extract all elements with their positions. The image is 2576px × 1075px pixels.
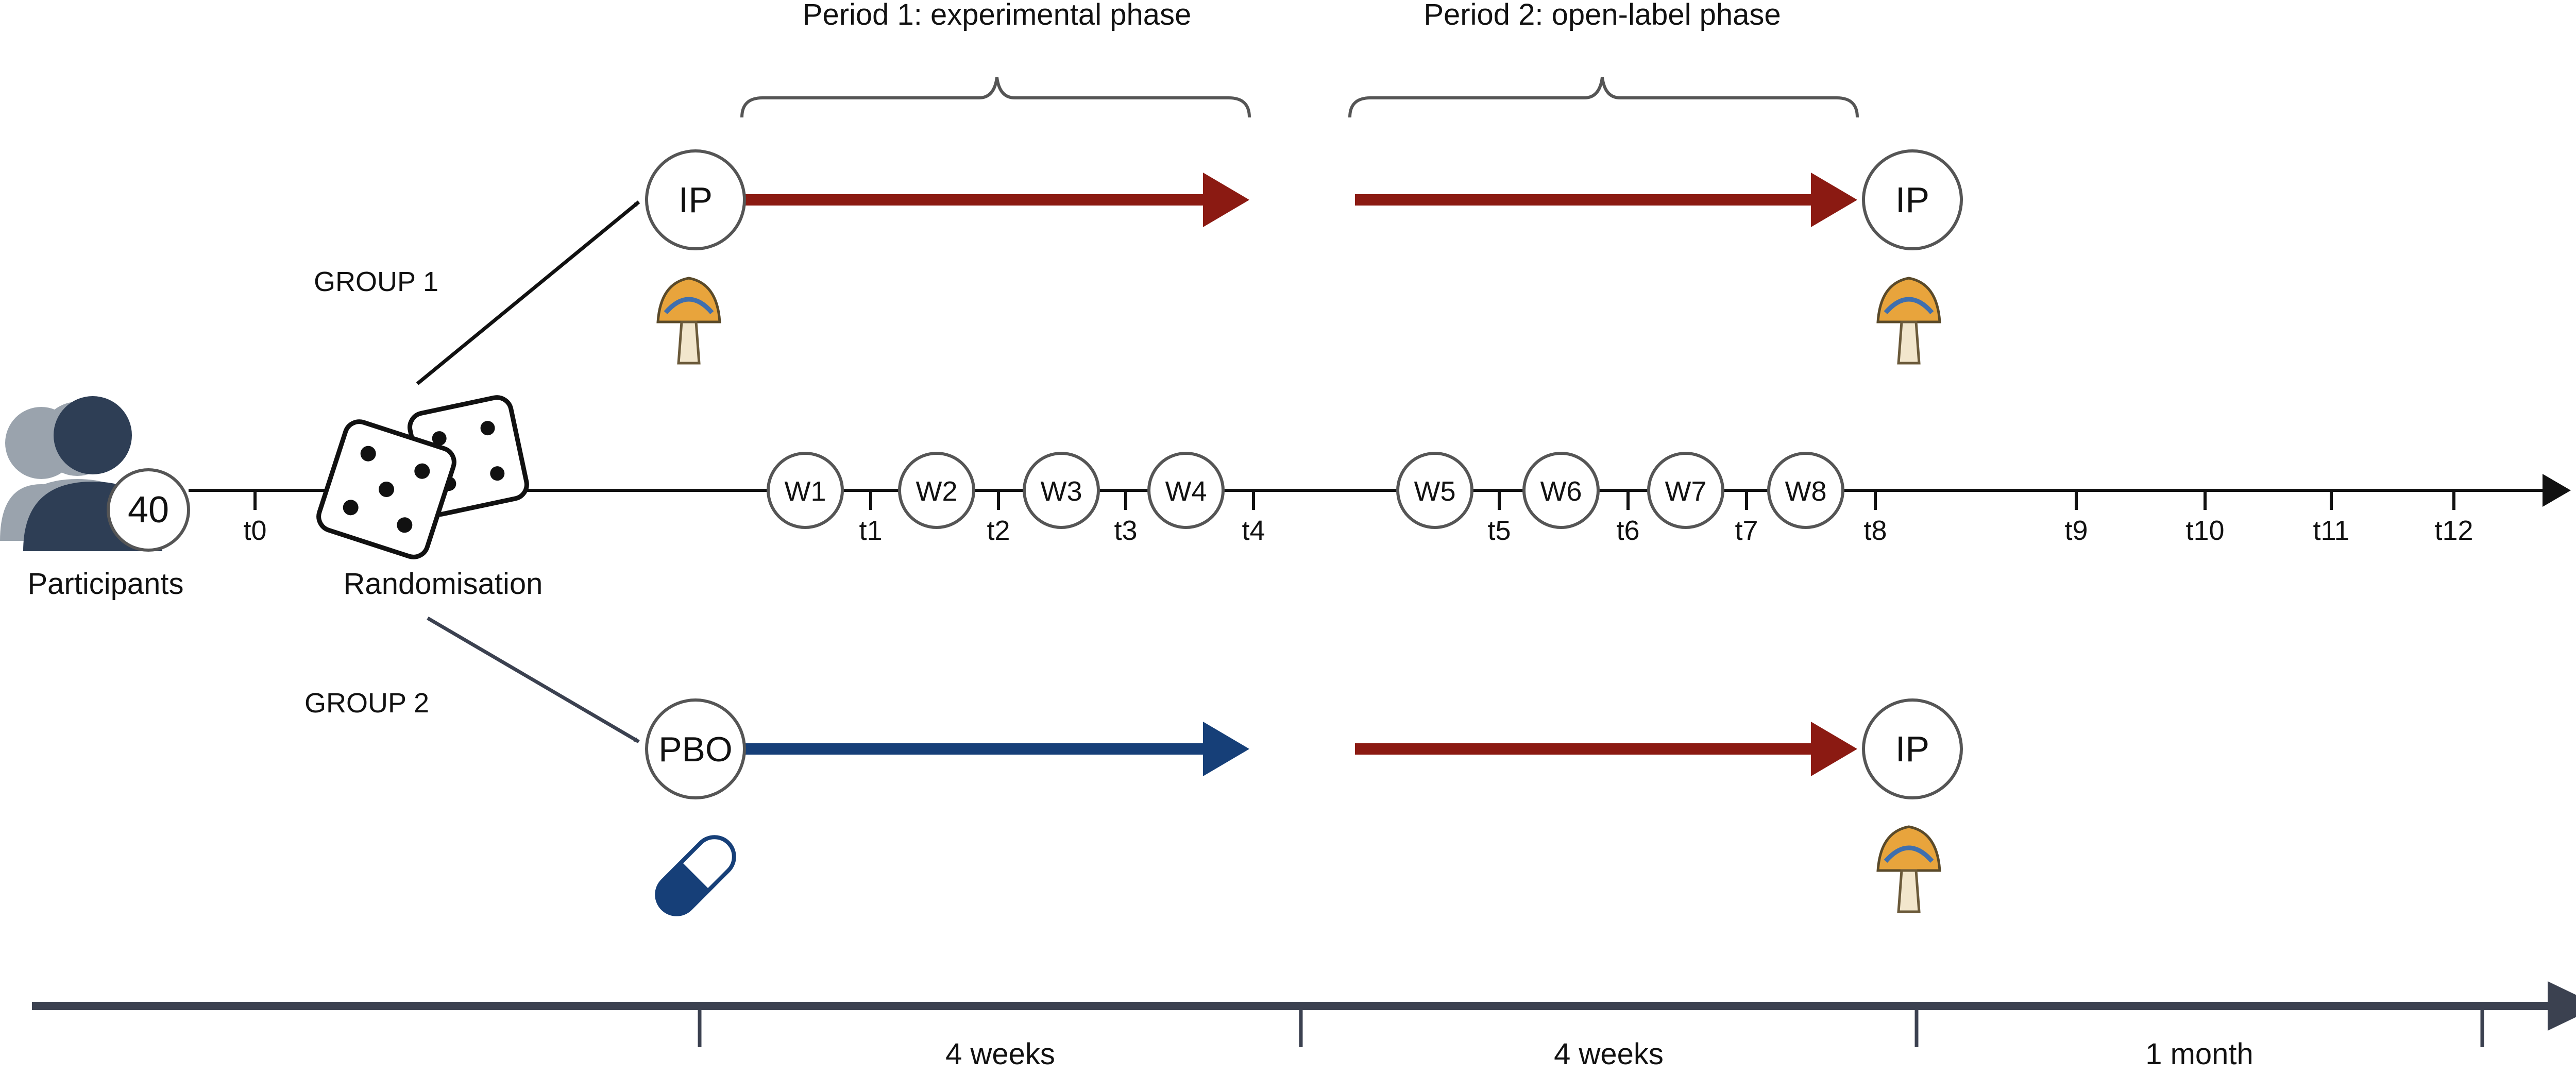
- g2-period1-arrowhead: [1203, 722, 1249, 776]
- g1-period1-arrow-shaft: [744, 194, 1208, 206]
- week-bubble: [1767, 452, 1844, 529]
- timepoint-label: t6: [1616, 515, 1639, 546]
- duration-axis-arrowhead: [2548, 981, 2576, 1031]
- timepoint-label: t0: [243, 515, 266, 546]
- timepoint-label: t5: [1487, 515, 1511, 546]
- participants-count-bubble: [107, 468, 190, 552]
- g1-start-label: IP: [679, 180, 713, 220]
- g2-end-label: IP: [1895, 729, 1929, 769]
- g2-end-node: [1862, 698, 1963, 799]
- week-bubble: [1023, 452, 1100, 529]
- group1-branch-arrow: [416, 200, 640, 385]
- participants-count: 40: [128, 489, 169, 531]
- g2-period2-arrowhead: [1811, 722, 1857, 776]
- timepoint-label: t9: [2064, 515, 2088, 546]
- mushroom-icon: [656, 277, 721, 365]
- period1-brace: [740, 77, 1251, 118]
- timepoint-label: t10: [2185, 515, 2224, 546]
- timepoints: t0 t1 t2 t3 t4 t5 t6 t7 t8 t9 t10 t11 t12: [243, 490, 2473, 546]
- mushroom-icon: [1876, 825, 1941, 913]
- randomisation-label: Randomisation: [344, 567, 543, 601]
- group2-branch-arrow: [427, 616, 640, 744]
- week-label: W3: [1041, 476, 1082, 507]
- week-label: W6: [1540, 476, 1582, 507]
- duration-label: 4 weeks: [1554, 1037, 1664, 1071]
- g2-start-label: PBO: [658, 730, 733, 769]
- week-label: W8: [1785, 476, 1827, 507]
- timepoint-label: t11: [2313, 515, 2349, 546]
- g2-period2-arrow-shaft: [1355, 743, 1816, 755]
- week-label: W7: [1665, 476, 1707, 507]
- g1-period1-arrowhead: [1203, 173, 1249, 227]
- period2-label: Period 2: open-label phase: [1423, 0, 1781, 31]
- timepoint-label: t1: [859, 515, 882, 546]
- week-bubble: [1396, 452, 1473, 529]
- timepoint-label: t2: [987, 515, 1010, 546]
- week-bubble: [1147, 452, 1225, 529]
- period1-label: Period 1: experimental phase: [803, 0, 1191, 31]
- week-label: W1: [785, 476, 826, 507]
- group2-label: GROUP 2: [304, 688, 429, 719]
- g1-period2-arrow-shaft: [1355, 194, 1816, 206]
- period2-brace: [1348, 77, 1859, 118]
- timepoint-label: t3: [1114, 515, 1137, 546]
- g1-end-node: [1862, 149, 1963, 250]
- timepoint-label: t12: [2434, 515, 2473, 546]
- week-label: W5: [1414, 476, 1456, 507]
- timepoint-label: t7: [1735, 515, 1758, 546]
- group1-label: GROUP 1: [314, 266, 438, 297]
- capsule-icon: [655, 835, 736, 916]
- main-timeline-arrowhead: [2543, 474, 2571, 507]
- week-bubble: [1647, 452, 1724, 529]
- week-label: W4: [1165, 476, 1207, 507]
- durations: 4 weeks 4 weeks 1 month: [698, 1006, 2484, 1071]
- week-bubble: [1522, 452, 1600, 529]
- duration-label: 4 weeks: [945, 1037, 1055, 1071]
- mushroom-icon: [1876, 277, 1941, 365]
- week-label: W2: [916, 476, 958, 507]
- week-bubble: [898, 452, 975, 529]
- participants-label: Participants: [27, 567, 183, 601]
- g1-period2-arrowhead: [1811, 173, 1857, 227]
- timepoint-label: t4: [1242, 515, 1265, 546]
- dice-icon: [316, 395, 529, 559]
- duration-label: 1 month: [2145, 1037, 2253, 1071]
- week-bubbles: W1 W2 W3 W4 W5 W6 W7 W8: [767, 452, 1844, 529]
- g2-period1-arrow-shaft: [744, 743, 1208, 755]
- week-bubble: [767, 452, 844, 529]
- g2-start-node: [645, 698, 746, 799]
- g1-start-node: [645, 149, 746, 250]
- timepoint-label: t8: [1863, 515, 1887, 546]
- g1-end-label: IP: [1895, 180, 1929, 220]
